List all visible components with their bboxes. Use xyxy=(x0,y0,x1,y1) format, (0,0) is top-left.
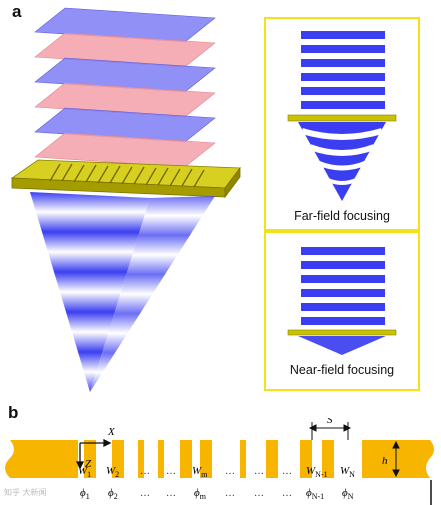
ellipsis: … xyxy=(282,488,292,499)
width-labels: W1 W2 Wm WN-1 WN xyxy=(78,465,355,479)
far-field-inset: Far-field focusing xyxy=(264,17,420,231)
width-label: WN xyxy=(340,465,355,479)
focusing-cone xyxy=(30,192,215,392)
watermark: 知乎 大新闻 xyxy=(4,487,47,497)
near-field-incident-stripes xyxy=(301,247,385,331)
ellipsis: … xyxy=(254,466,264,477)
ellipsis: … xyxy=(254,488,264,499)
height-arrow xyxy=(392,440,400,478)
phase-labels: ϕ1 ϕ2 ϕm ϕN-1 ϕN xyxy=(80,487,354,501)
metasurface-plate xyxy=(10,159,241,199)
phase-row-ellipses: … … … … … xyxy=(140,488,292,499)
far-field-diagram xyxy=(287,31,397,201)
axis-x-label: X xyxy=(107,426,116,438)
far-field-incident-stripes xyxy=(301,31,385,117)
far-field-focus-cone xyxy=(298,122,386,201)
far-field-caption: Far-field focusing xyxy=(294,209,390,223)
metasurface-3d-illustration xyxy=(10,7,241,392)
ellipsis: … xyxy=(282,466,292,477)
spacing-label: S xyxy=(327,418,333,426)
width-label: W2 xyxy=(106,465,119,479)
spacing-arrow xyxy=(308,422,352,440)
near-field-inset: Near-field focusing xyxy=(264,231,420,391)
panel-b-label: b xyxy=(8,403,19,422)
near-field-caption: Near-field focusing xyxy=(289,363,395,377)
axis-z-label: Z xyxy=(85,458,92,470)
width-row-ellipses: … … … … … xyxy=(140,466,292,477)
phase-label: ϕN-1 xyxy=(306,487,324,501)
coordinate-axes xyxy=(75,438,112,470)
phase-label: ϕN xyxy=(342,487,354,501)
ellipsis: … xyxy=(225,466,235,477)
near-field-metasurface xyxy=(287,329,397,336)
phase-label: ϕ2 xyxy=(108,487,118,501)
incident-wave-planes xyxy=(34,7,216,168)
near-field-diagram xyxy=(287,247,397,355)
metasurface-cross-section: X Z S h W1 W2 Wm WN-1 WN … … … … … ϕ1 ϕ2… xyxy=(4,418,434,505)
plate-grooves xyxy=(49,163,205,188)
height-label: h xyxy=(382,455,388,467)
near-field-focus-spot xyxy=(298,336,386,355)
phase-label: ϕ1 xyxy=(80,487,90,501)
ellipsis: … xyxy=(166,466,176,477)
width-label: Wm xyxy=(192,465,208,479)
ellipsis: … xyxy=(140,466,150,477)
panel-a-label: a xyxy=(12,2,22,21)
phase-label: ϕm xyxy=(194,487,207,501)
metal-slab-segments xyxy=(5,440,434,478)
ellipsis: … xyxy=(225,488,235,499)
ellipsis: … xyxy=(140,488,150,499)
width-label: WN-1 xyxy=(306,465,328,479)
width-label: W1 xyxy=(78,465,91,479)
ellipsis: … xyxy=(166,488,176,499)
far-field-metasurface xyxy=(287,114,397,122)
